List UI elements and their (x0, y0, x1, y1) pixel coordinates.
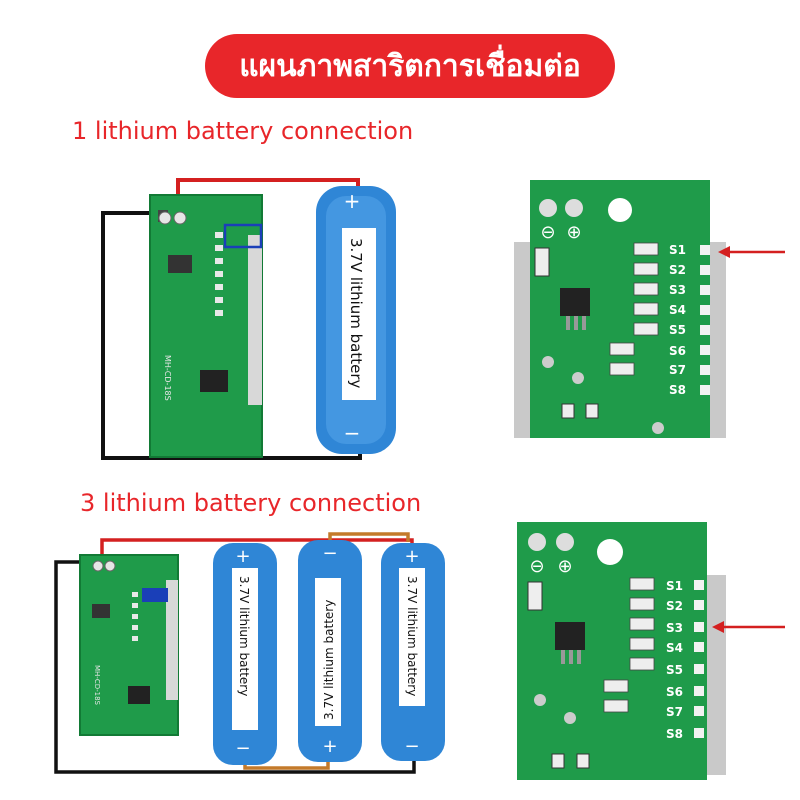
battery-1: + − 3.7V lithium battery (316, 186, 396, 454)
arrow-s3 (712, 621, 785, 633)
battery-2a-label: 3.7V lithium battery (237, 576, 251, 696)
title-text: แผนภาพสาริตการเชื่อมต่อ (239, 48, 581, 84)
zoom1-pin-s8: S8 (669, 383, 686, 397)
battery-plus-1: + (344, 189, 361, 213)
zoom1-pin-s4: S4 (669, 303, 686, 317)
zoom2-pin-s1: S1 (666, 579, 683, 593)
title-banner: แผนภาพสาริตการเชื่อมต่อ (205, 34, 615, 98)
battery-2b-plus: + (322, 736, 337, 757)
zoom1-pin-s7: S7 (669, 363, 686, 377)
zoom2-pin-s3: S3 (666, 621, 683, 635)
zoom1-pin-s3: S3 (669, 283, 686, 297)
section2-label: 3 lithium battery connection (80, 489, 422, 517)
wire-black-1 (101, 211, 362, 460)
zoom2-pin-s5: S5 (666, 663, 683, 677)
highlight-box-1 (223, 223, 263, 249)
wire-black-2 (54, 560, 416, 774)
zoom1-pin-s1: S1 (669, 243, 686, 257)
board-model-2: MH-CD-18S (93, 665, 101, 706)
battery-2a: + − 3.7V lithium battery (213, 543, 277, 765)
board-zoom-1: ⊖ ⊕ S1 S2 S3 S4 S5 S6 S7 S8 (514, 180, 726, 438)
zoom2-minus-symbol: ⊖ (529, 556, 544, 577)
battery-2c-plus: + (404, 546, 419, 567)
zoom1-pin-s5: S5 (669, 323, 686, 337)
zoom2-plus-symbol: ⊕ (557, 556, 572, 577)
battery-2b: − + 3.7V lithium battery (298, 540, 362, 762)
battery-2a-minus: − (235, 738, 250, 759)
zoom1-minus-symbol: ⊖ (540, 222, 555, 243)
board-zoom-2: ⊖ ⊕ S1 S2 S3 S4 S5 S6 S7 S8 (517, 522, 726, 780)
zoom2-pin-s6: S6 (666, 685, 683, 699)
wire-link-b (328, 532, 410, 542)
zoom2-pin-s4: S4 (666, 641, 683, 655)
zoom2-pin-s8: S8 (666, 727, 683, 741)
battery-2c-label: 3.7V lithium battery (405, 576, 419, 696)
battery-2b-minus: − (322, 543, 337, 564)
zoom1-pin-s6: S6 (669, 344, 686, 358)
zoom1-plus-symbol: ⊕ (566, 222, 581, 243)
battery-2a-plus: + (235, 546, 250, 567)
zoom2-pin-s7: S7 (666, 705, 683, 719)
battery-label-1: 3.7V lithium battery (347, 238, 365, 389)
section1-label: 1 lithium battery connection (72, 117, 414, 145)
board-model-1: MH-CD-18S (163, 355, 172, 401)
wire-red-1 (176, 178, 360, 205)
board-small-1: MH-CD-18S (149, 194, 263, 458)
board-small-2: MH-CD-18S (79, 554, 179, 736)
battery-2b-label: 3.7V lithium battery (322, 600, 336, 720)
zoom1-pin-s2: S2 (669, 263, 686, 277)
battery-minus-1: − (344, 421, 361, 445)
zoom2-pin-s2: S2 (666, 599, 683, 613)
arrow-s1 (718, 246, 785, 258)
battery-2c-minus: − (404, 736, 419, 757)
battery-2c: + − 3.7V lithium battery (381, 543, 445, 761)
highlight-box-2 (142, 588, 168, 602)
